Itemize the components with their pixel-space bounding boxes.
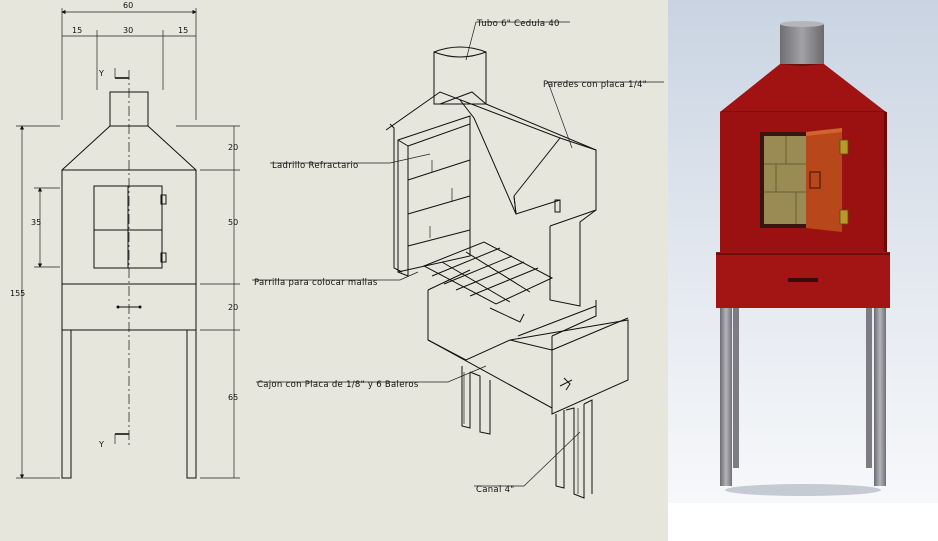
front-leg-left (61, 329, 72, 479)
iso-grill (422, 241, 554, 323)
render-roof (720, 64, 886, 112)
right-dimensions: 20 50 20 65 (176, 125, 240, 479)
dim-door-height: 35 (31, 218, 41, 227)
section-mark-top: Y (98, 69, 104, 78)
label-walls: Paredes con placa 1/4" (543, 72, 647, 91)
left-dimensions: 155 35 (10, 125, 60, 479)
render-chimney (780, 24, 824, 66)
render-bottom-margin (668, 503, 938, 541)
label-drawer-text: Cajon con Placa de 1/8" y 6 Baleros (257, 380, 419, 390)
iso-hood (385, 91, 561, 197)
dim-leg-height: 65 (228, 393, 238, 402)
dim-overall-height: 155 (10, 289, 25, 298)
iso-chimney-tube (433, 46, 487, 105)
label-drawer: Cajon con Placa de 1/8" y 6 Baleros (257, 372, 419, 391)
dim-overall-width: 60 (123, 1, 133, 10)
top-dimensions: 60 15 30 15 (61, 1, 197, 120)
dim-body-height: 50 (228, 218, 238, 227)
dim-side-left: 15 (72, 26, 82, 35)
technical-drawing-sheet (0, 0, 668, 541)
label-walls-text: Paredes con placa 1/4" (543, 80, 647, 90)
front-roof (61, 125, 197, 171)
render-leg-right (874, 308, 886, 486)
front-elevation: 60 15 30 15 (10, 1, 240, 479)
label-channel-text: Canal 4" (476, 485, 515, 495)
iso-drawer (509, 305, 629, 415)
isometric-view (252, 21, 664, 499)
label-grill: Parrilla para colocar mallas (254, 270, 378, 289)
dim-center: 30 (123, 26, 133, 35)
front-hinge-top (160, 194, 167, 205)
label-brick: Ladrillo Refractario (272, 153, 359, 172)
leader-lines (252, 21, 664, 487)
label-brick-text: Ladrillo Refractario (272, 161, 359, 171)
render-model (716, 21, 890, 496)
dim-roof-height: 20 (228, 143, 238, 152)
dim-drawer-height: 20 (228, 303, 238, 312)
label-tube-text: Tubo 6" Cedula 40 (477, 19, 560, 29)
front-leg-right (186, 329, 197, 479)
section-mark-bottom: Y (98, 440, 104, 449)
label-tube: Tubo 6" Cedula 40 (477, 11, 560, 30)
label-grill-text: Parrilla para colocar mallas (254, 278, 378, 288)
render-door (806, 128, 842, 232)
render-leg-left (720, 308, 732, 486)
label-channel: Canal 4" (476, 477, 515, 496)
iso-brick-stack (389, 115, 471, 277)
front-hinge-bottom (160, 252, 167, 263)
dim-side-right: 15 (178, 26, 188, 35)
iso-channel-legs (461, 366, 593, 499)
